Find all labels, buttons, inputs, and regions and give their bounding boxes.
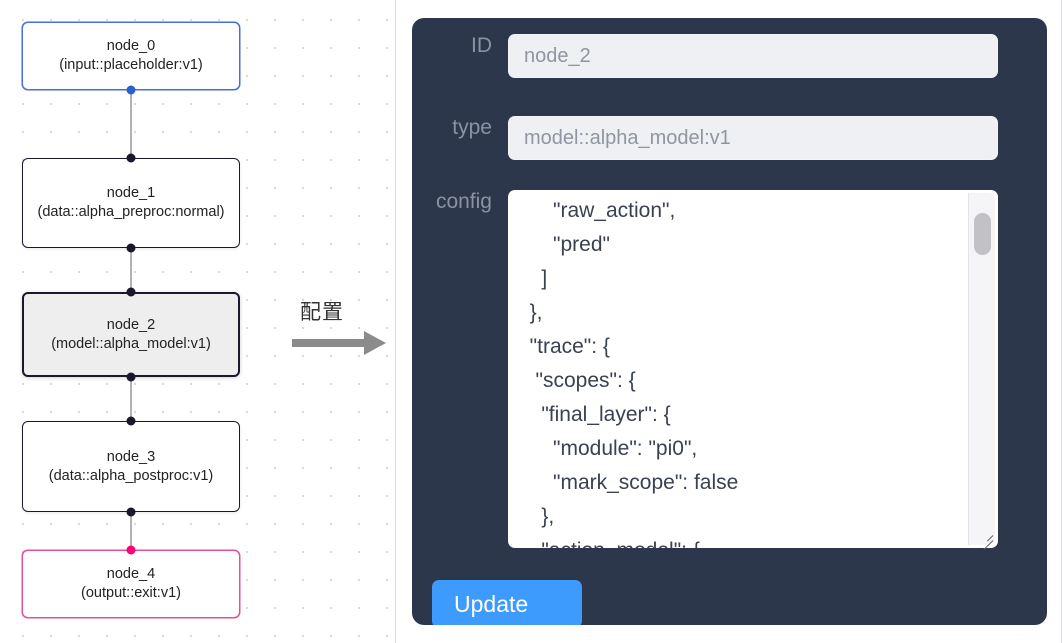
form-row-config: config "raw_action", "pred" ] }, "trace"… (412, 190, 998, 551)
node-handle-target-node_3[interactable] (126, 416, 136, 426)
node-id-label: node_4 (106, 566, 156, 582)
type-field-label: type (452, 116, 492, 139)
node-type-label: (input::placeholder:v1) (59, 57, 203, 73)
graph-node-node_4[interactable]: node_4 (output::exit:v1) (22, 550, 240, 618)
type-input[interactable] (508, 116, 998, 160)
node-type-label: (data::alpha_postproc:v1) (48, 467, 214, 484)
node-type-label: (model::alpha_model:v1) (51, 335, 211, 352)
node-handle-target-node_2[interactable] (126, 287, 136, 297)
canvas-divider-left (395, 0, 396, 643)
node-handle-target-node_1[interactable] (126, 153, 136, 163)
graph-node-node_0[interactable]: node_0 (input::placeholder:v1) (22, 22, 240, 90)
config-scrollbar[interactable] (968, 193, 995, 545)
node-handle-source-node_2[interactable] (126, 372, 136, 382)
config-textarea[interactable]: "raw_action", "pred" ] }, "trace": { "sc… (508, 190, 998, 548)
node-config-panel: ID type config "raw_action", "pred" ] },… (412, 18, 1047, 625)
resize-grip-icon[interactable] (976, 527, 994, 551)
config-field-label: config (435, 190, 492, 213)
annotation-group: 配置 (292, 296, 392, 356)
node-id-label: node_2 (106, 316, 156, 333)
flow-canvas[interactable]: node_0 (input::placeholder:v1) node_1 (d… (0, 0, 396, 643)
id-input[interactable] (508, 34, 998, 78)
node-handle-source-node_1[interactable] (126, 243, 136, 253)
annotation-label: 配置 (300, 300, 344, 324)
arrow-right-icon (292, 331, 386, 355)
edge-node0-node1 (130, 90, 132, 158)
graph-node-node_3[interactable]: node_3 (data::alpha_postproc:v1) (22, 421, 240, 512)
edge-node2-node3 (130, 377, 132, 421)
node-type-label: (output::exit:v1) (81, 585, 181, 601)
config-scrollbar-thumb[interactable] (974, 213, 991, 255)
form-row-type: type (412, 116, 998, 160)
update-button[interactable]: Update (432, 580, 582, 625)
node-handle-source-node_3[interactable] (126, 507, 136, 517)
node-id-label: node_0 (106, 38, 156, 54)
form-row-id: ID (412, 34, 998, 78)
node-type-label: (data::alpha_preproc:normal) (37, 204, 225, 220)
node-id-label: node_3 (106, 448, 156, 465)
config-editor-wrapper: "raw_action", "pred" ] }, "trace": { "sc… (508, 190, 998, 551)
edge-node3-node4 (130, 512, 132, 550)
node-handle-source-node_0[interactable] (126, 85, 136, 95)
graph-node-node_1[interactable]: node_1 (data::alpha_preproc:normal) (22, 158, 240, 248)
node-id-label: node_1 (106, 185, 156, 201)
node-handle-target-node_4[interactable] (126, 545, 136, 555)
graph-node-node_2[interactable]: node_2 (model::alpha_model:v1) (22, 292, 240, 377)
edge-node1-node2 (130, 248, 132, 292)
id-field-label: ID (471, 34, 492, 57)
